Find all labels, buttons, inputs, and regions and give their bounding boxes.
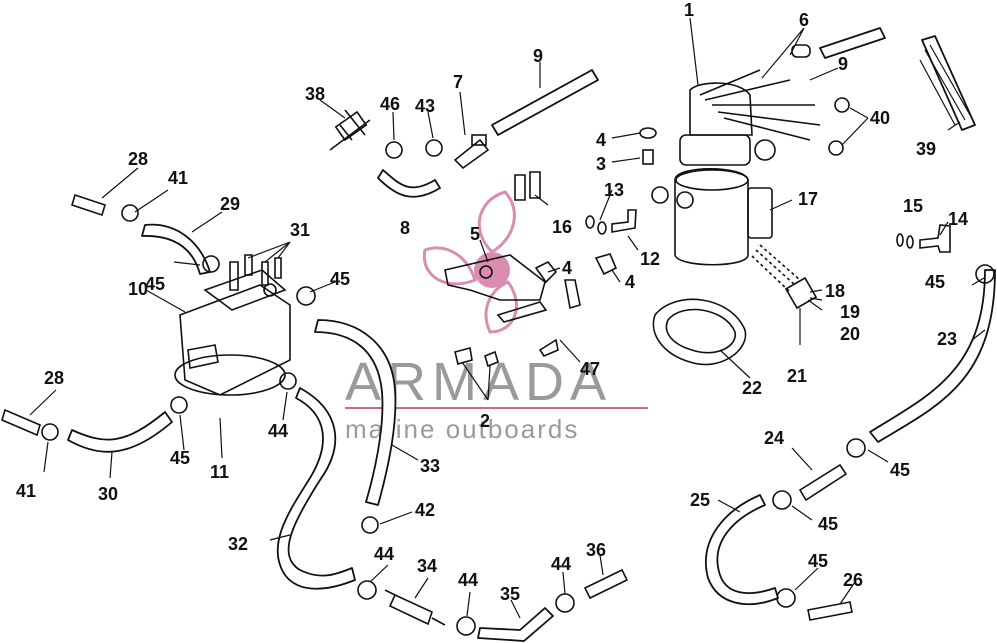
callout-43: 43 — [415, 96, 435, 116]
callout-46: 46 — [380, 94, 400, 114]
callout-47: 47 — [580, 359, 600, 379]
fittings-left — [1, 193, 139, 441]
callout-38: 38 — [305, 84, 325, 104]
callout-21: 21 — [787, 366, 807, 386]
callout-34: 34 — [417, 556, 437, 576]
callout-9-left: 9 — [533, 46, 543, 66]
callout-41-bottom: 41 — [16, 481, 36, 501]
hose-32 — [276, 387, 356, 590]
hose-8 — [377, 169, 441, 198]
hose-35 — [477, 607, 554, 642]
callout-4-low: 4 — [625, 272, 635, 292]
callout-44-b: 44 — [374, 544, 394, 564]
callout-13: 13 — [604, 180, 624, 200]
callout-45-g: 45 — [808, 551, 828, 571]
callout-45-c: 45 — [925, 272, 945, 292]
fuel-pump — [174, 269, 291, 396]
callout-3: 3 — [596, 154, 606, 174]
callout-22: 22 — [742, 378, 762, 398]
callout-29: 29 — [220, 194, 240, 214]
callout-14: 14 — [948, 209, 968, 229]
callout-35: 35 — [500, 584, 520, 604]
hose-29 — [141, 223, 211, 275]
bracket-clips — [514, 171, 541, 201]
fitting-26 — [807, 601, 853, 621]
inline-fuel-filter — [384, 589, 446, 626]
callout-20: 20 — [840, 324, 860, 344]
callout-45-b: 45 — [330, 269, 350, 289]
callout-36: 36 — [586, 540, 606, 560]
callout-44-a: 44 — [268, 421, 288, 441]
fuel-filter-assembly — [651, 69, 821, 266]
callout-4-top: 4 — [596, 130, 606, 150]
clamps-40 — [828, 97, 850, 156]
callout-7: 7 — [453, 72, 463, 92]
propeller-logo — [422, 190, 518, 334]
callout-2: 2 — [480, 411, 490, 431]
clamps-45-left — [170, 255, 316, 414]
callout-44-c: 44 — [551, 554, 571, 574]
callout-15: 15 — [903, 196, 923, 216]
hose-25 — [705, 494, 779, 605]
leader-lines — [29, 17, 986, 619]
callout-18: 18 — [825, 281, 845, 301]
callout-25: 25 — [690, 490, 710, 510]
check-valve — [798, 463, 848, 502]
callout-32: 32 — [228, 534, 248, 554]
bolt-3-nut-4 — [534, 127, 657, 284]
hose-23 — [869, 269, 996, 443]
spring-hose-filter — [747, 187, 818, 310]
mounting-bracket — [444, 254, 581, 357]
callout-16: 16 — [552, 217, 572, 237]
callout-44-d: 44 — [458, 570, 478, 590]
callout-39: 39 — [916, 139, 936, 159]
clamps-46-43 — [385, 139, 443, 159]
callout-28-top: 28 — [128, 149, 148, 169]
callout-45-a: 45 — [145, 274, 165, 294]
callout-31: 31 — [290, 220, 310, 240]
callout-numbers: 1 6 9 9 7 38 46 43 40 39 4 3 13 28 41 29… — [16, 0, 968, 604]
callout-45-e: 45 — [890, 460, 910, 480]
callout-42: 42 — [415, 500, 435, 520]
callout-12: 12 — [640, 249, 660, 269]
tee-connector — [329, 109, 371, 151]
braided-hose — [919, 35, 976, 131]
callout-40: 40 — [870, 108, 890, 128]
callout-17: 17 — [798, 189, 818, 209]
callout-1: 1 — [684, 0, 694, 20]
fitting-7 — [453, 134, 490, 170]
callout-6: 6 — [799, 10, 809, 30]
bolts-31 — [229, 254, 282, 291]
callout-33: 33 — [420, 456, 440, 476]
callout-28-bottom: 28 — [44, 368, 64, 388]
callout-23: 23 — [937, 329, 957, 349]
callout-8: 8 — [400, 218, 410, 238]
callout-45-f: 45 — [818, 514, 838, 534]
callout-11: 11 — [210, 462, 229, 482]
fitting-36 — [583, 568, 629, 600]
callout-45-d: 45 — [170, 448, 190, 468]
callout-10: 10 — [128, 279, 148, 299]
gasket — [652, 298, 747, 366]
callout-30: 30 — [98, 484, 118, 504]
callout-4-mid: 4 — [562, 258, 572, 278]
fitting-12-13 — [585, 209, 637, 235]
callout-5: 5 — [470, 224, 480, 244]
hose-33 — [314, 319, 397, 506]
screws-2 — [454, 347, 499, 368]
callout-9-right: 9 — [838, 54, 848, 74]
callout-24: 24 — [764, 428, 784, 448]
fitting-14-15 — [896, 224, 951, 253]
hose-30 — [67, 411, 173, 453]
callout-26: 26 — [843, 570, 863, 590]
callout-19: 19 — [840, 302, 860, 322]
callout-41-top: 41 — [168, 168, 188, 188]
fuel-line-straight — [491, 69, 599, 136]
